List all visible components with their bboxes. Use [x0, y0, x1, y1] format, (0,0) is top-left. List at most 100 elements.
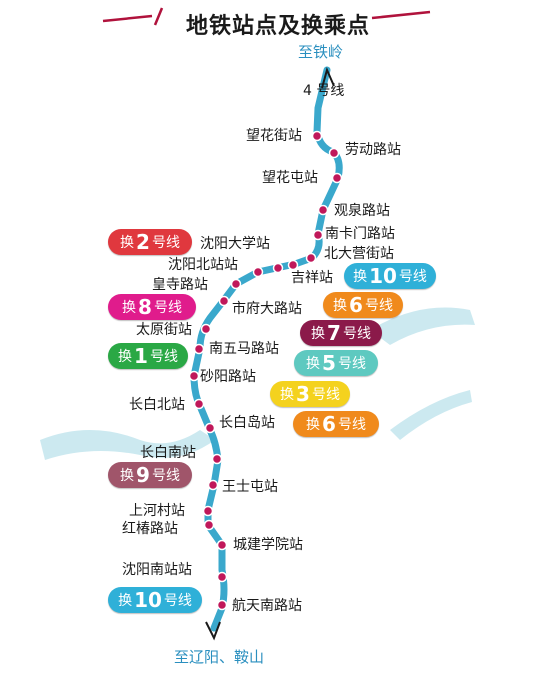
north-arrow	[321, 67, 335, 89]
badge-number: 2	[136, 230, 150, 254]
badge-number: 1	[134, 344, 148, 368]
badge-suffix: 号线	[398, 269, 427, 285]
station-dot	[207, 479, 219, 491]
badge-suffix: 号线	[153, 300, 182, 316]
station-dot	[331, 172, 343, 184]
station-label: 砂阳路站	[200, 369, 256, 385]
station-label: 沈阳南站站	[122, 562, 192, 578]
title-decoration	[102, 7, 431, 26]
station-dots	[188, 130, 343, 611]
station-label: 长白南站	[140, 445, 196, 461]
river-east-2	[390, 390, 472, 440]
badge-number: 5	[322, 351, 336, 375]
badge-prefix: 换	[353, 269, 368, 285]
station-label: 吉祥站	[291, 270, 333, 286]
station-label: 劳动路站	[345, 142, 401, 158]
badge-suffix: 号线	[163, 593, 192, 609]
station-dot	[200, 323, 212, 335]
badge-number: 10	[134, 588, 162, 612]
station-label: 长白岛站	[219, 415, 275, 431]
station-dot	[311, 130, 323, 142]
station-label: 沈阳大学站	[200, 236, 270, 252]
station-label: 红椿路站	[122, 521, 178, 537]
station-label: 航天南路站	[232, 598, 302, 614]
badge-prefix: 换	[120, 235, 135, 251]
badge-suffix: 号线	[151, 235, 180, 251]
station-label: 南五马路站	[209, 341, 279, 357]
badge-prefix: 换	[280, 387, 295, 403]
badge-suffix: 号线	[311, 387, 340, 403]
station-dot	[216, 599, 228, 611]
map-title: 地铁站点及换乘点	[186, 14, 371, 39]
station-dot	[328, 147, 340, 159]
badge-number: 7	[327, 321, 341, 345]
badge-prefix: 换	[118, 593, 133, 609]
station-dot	[202, 505, 214, 517]
station-dot	[312, 229, 324, 241]
station-dot	[317, 204, 329, 216]
river-west	[40, 430, 215, 460]
station-dot	[216, 571, 228, 583]
station-dot	[188, 370, 200, 382]
station-label: 观泉路站	[334, 203, 390, 219]
direction-south: 至辽阳、鞍山	[174, 648, 265, 666]
badge-prefix: 换	[306, 356, 321, 372]
badge-suffix: 号线	[149, 349, 178, 365]
badge-number: 6	[322, 412, 336, 436]
badge-number: 6	[349, 293, 363, 317]
station-dot	[211, 453, 223, 465]
station-dot	[193, 343, 205, 355]
station-dot	[272, 262, 284, 274]
badge-suffix: 号线	[364, 298, 393, 314]
station-dot	[204, 422, 216, 434]
station-label: 王士屯站	[222, 479, 278, 495]
badge-prefix: 换	[333, 298, 348, 314]
badge-prefix: 换	[311, 326, 326, 342]
line-label: 4 号线	[303, 83, 345, 99]
station-label: 望花屯站	[262, 170, 318, 186]
badge-prefix: 换	[118, 349, 133, 365]
station-label: 望花街站	[246, 128, 302, 144]
badge-number: 8	[138, 295, 152, 319]
station-label: 市府大路站	[232, 301, 302, 317]
badge-suffix: 号线	[342, 326, 371, 342]
station-label: 城建学院站	[233, 537, 303, 553]
badge-suffix: 号线	[151, 468, 180, 484]
station-dot	[193, 398, 205, 410]
station-label: 长白北站	[129, 397, 185, 413]
badge-prefix: 换	[120, 468, 135, 484]
station-dot	[203, 519, 215, 531]
badge-number: 3	[296, 382, 310, 406]
station-label: 北大营街站	[324, 246, 394, 262]
badge-prefix: 换	[122, 300, 137, 316]
station-dot	[287, 259, 299, 271]
direction-north: 至铁岭	[298, 43, 344, 61]
station-dot	[216, 539, 228, 551]
station-label: 南卡门路站	[325, 226, 395, 242]
badge-number: 10	[369, 264, 397, 288]
station-dot	[218, 295, 230, 307]
station-dot	[252, 266, 264, 278]
station-label: 皇寺路站	[152, 277, 208, 293]
badge-suffix: 号线	[337, 356, 366, 372]
station-label: 沈阳北站站	[168, 257, 238, 273]
station-label: 上河村站	[129, 503, 185, 519]
river-east	[370, 307, 475, 345]
station-label: 太原街站	[136, 322, 192, 338]
badge-prefix: 换	[306, 417, 321, 433]
badge-number: 9	[136, 463, 150, 487]
station-dot	[305, 252, 317, 264]
station-dot	[230, 278, 242, 290]
